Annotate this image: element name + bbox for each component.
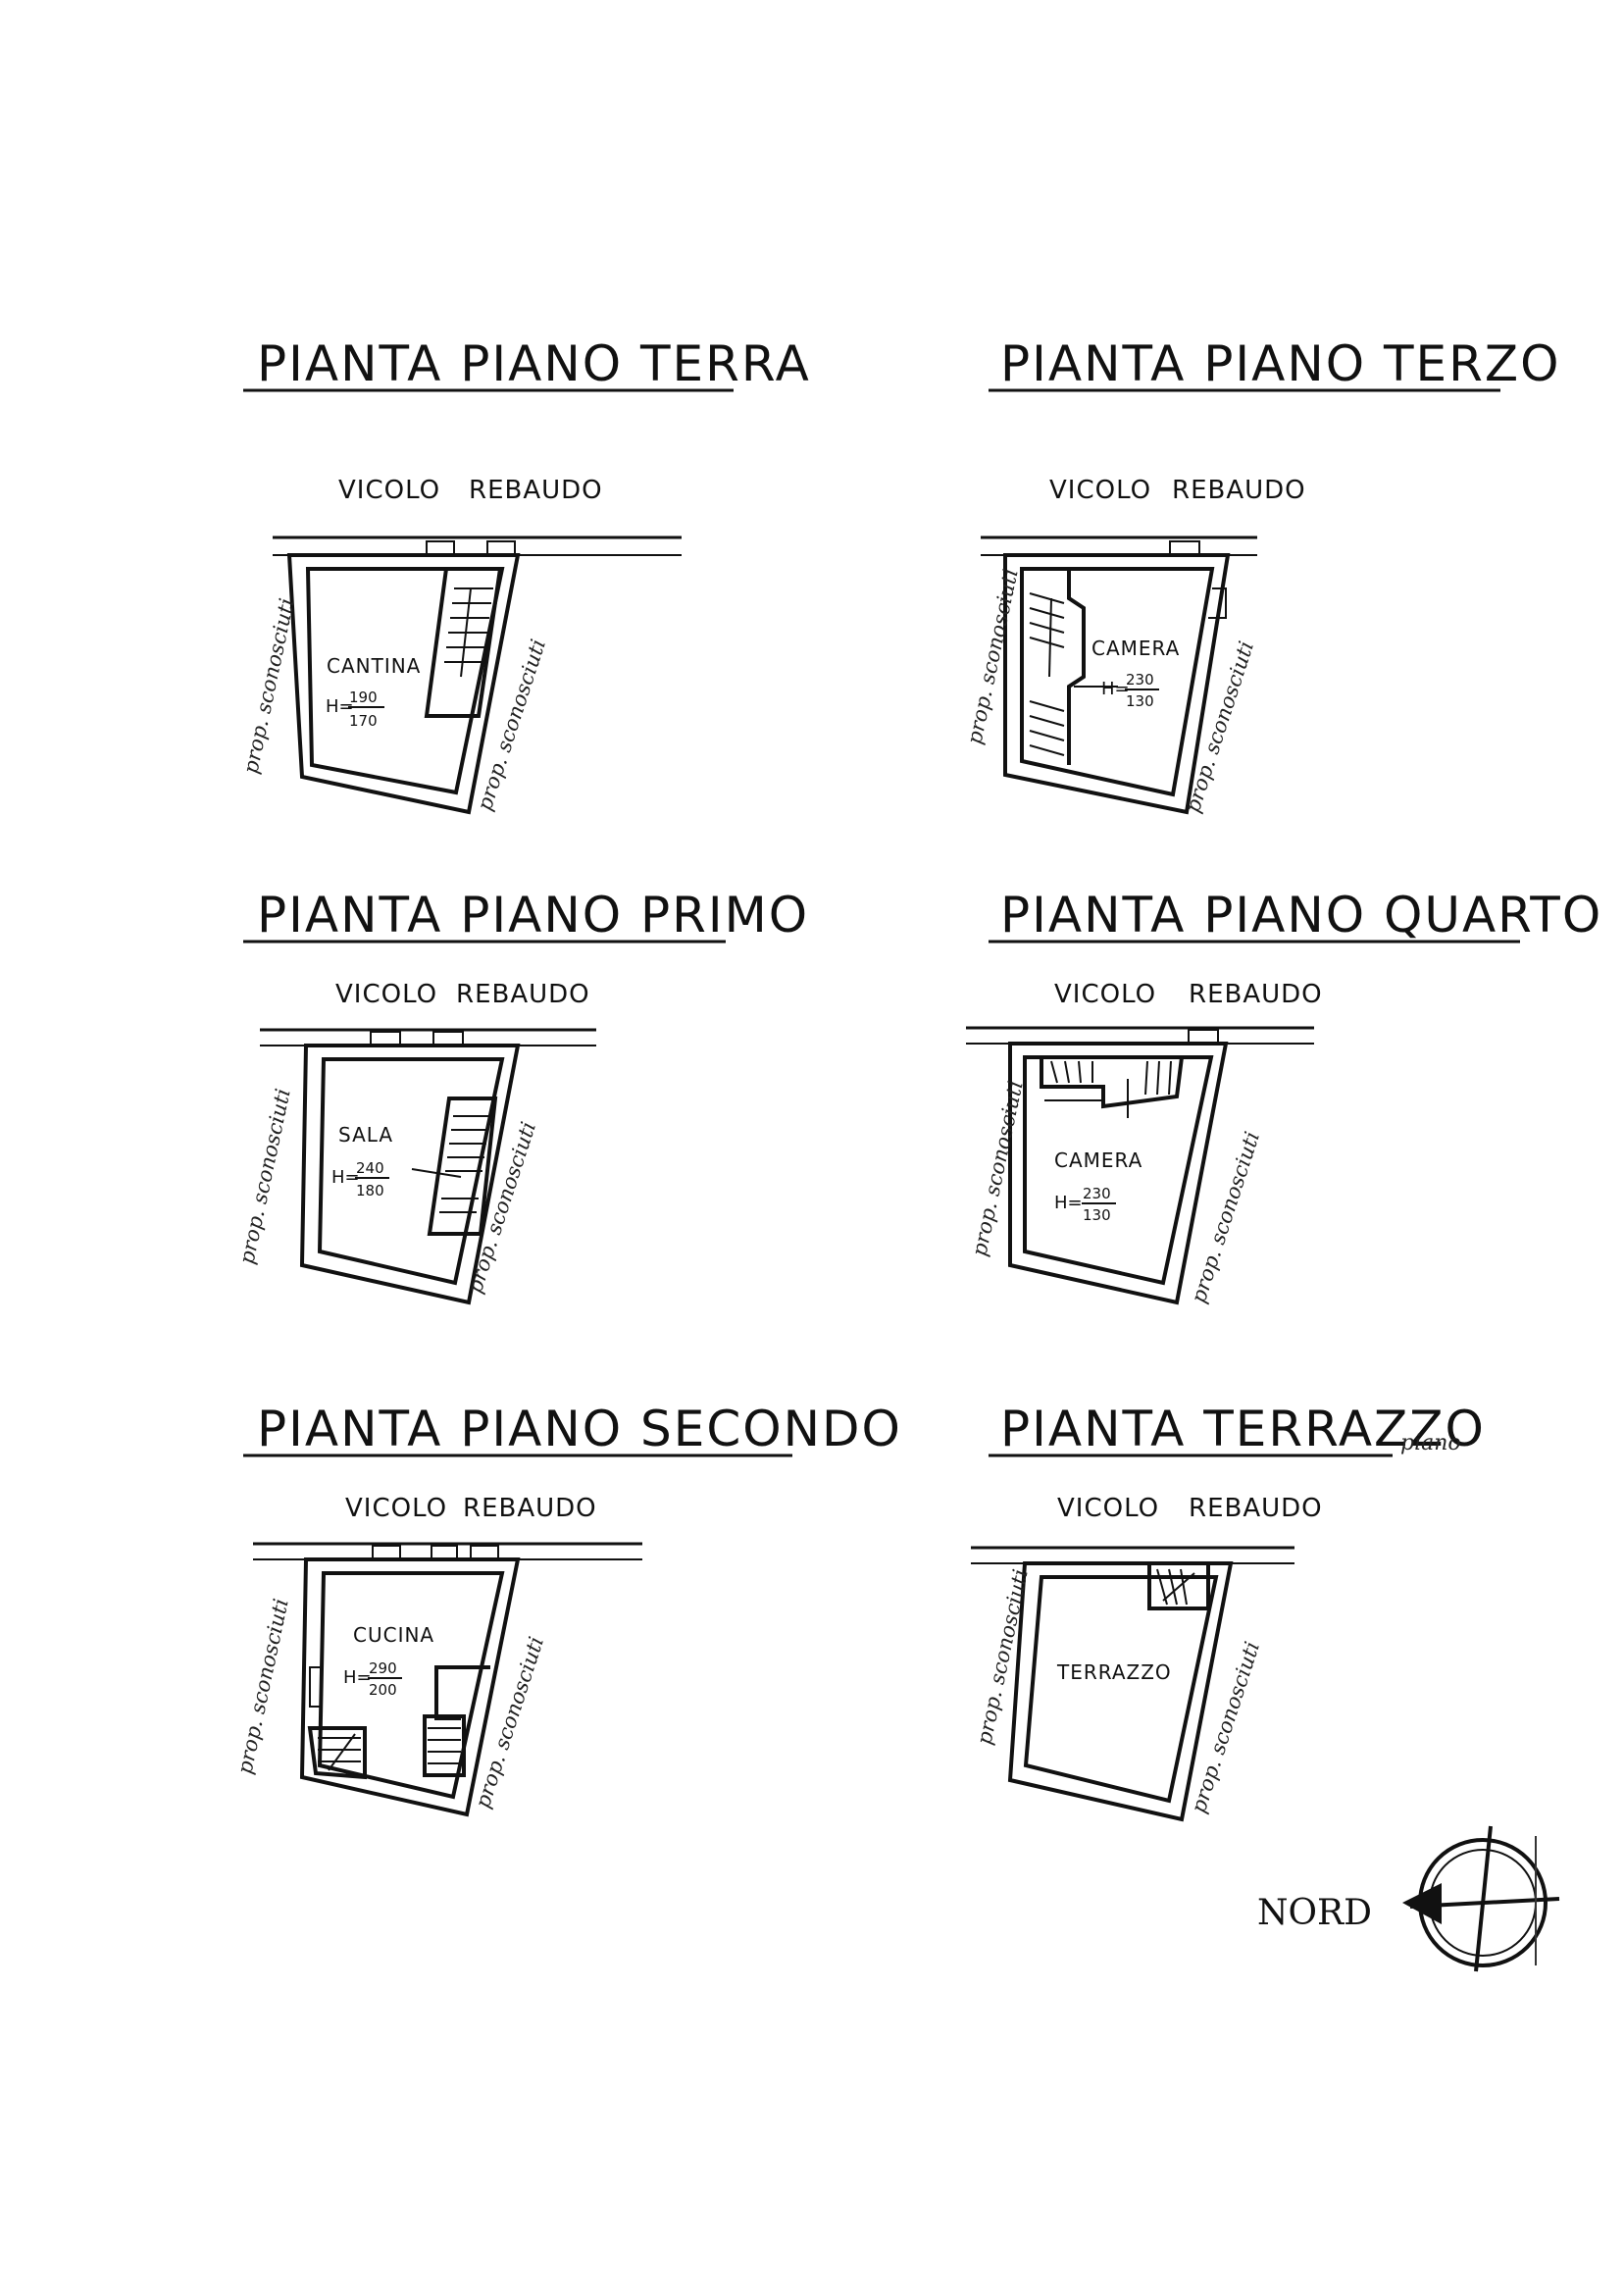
plan-title: PIANTA TERRAZZO <box>1000 1401 1486 1457</box>
stair-core <box>424 567 503 718</box>
window <box>1188 1029 1219 1045</box>
height-top: 190 <box>349 689 378 706</box>
plan-title: PIANTA PIANO PRIMO <box>257 887 809 944</box>
north-pointer <box>1402 1883 1442 1924</box>
building-outline <box>286 553 521 815</box>
window <box>432 1031 464 1046</box>
window <box>1169 540 1200 556</box>
building-outline <box>1008 1042 1229 1305</box>
building-outline <box>299 1044 521 1305</box>
street-label-left: VICOLO <box>338 476 440 505</box>
street-label-left: VICOLO <box>335 980 437 1009</box>
room-label: CAMERA <box>1091 637 1180 660</box>
staircase <box>411 1115 490 1213</box>
plan-piano-terzo: PIANTA PIANO TERZO VICOLO REBAUDO CAMERA… <box>962 335 1561 816</box>
height-label: H= <box>1054 1193 1083 1213</box>
room-label: CAMERA <box>1054 1148 1142 1172</box>
neighbour-label-left: prop. sconosciuti <box>967 1079 1027 1258</box>
height-bottom: 180 <box>356 1182 384 1199</box>
height-bottom: 130 <box>1126 692 1154 710</box>
neighbour-label-left: prop. sconosciuti <box>972 1567 1032 1747</box>
street-label-right: REBAUDO <box>1189 980 1323 1009</box>
height-label: H= <box>1101 679 1130 699</box>
window <box>431 1545 458 1560</box>
street-label-right: REBAUDO <box>456 980 590 1009</box>
room-label: TERRAZZO <box>1056 1660 1172 1684</box>
staircase <box>1044 1060 1172 1118</box>
building-outline <box>299 1557 521 1817</box>
room-label: CUCINA <box>353 1623 434 1647</box>
neighbour-label-left: prop. sconosciuti <box>238 596 298 776</box>
plan-title: PIANTA PIANO QUARTO <box>1000 887 1602 944</box>
building-outline <box>1003 553 1231 815</box>
height-top: 240 <box>356 1159 384 1177</box>
stair-core <box>423 1714 466 1777</box>
height-bottom: 130 <box>1083 1206 1111 1224</box>
neighbour-label-right: prop. sconosciuti <box>1181 638 1258 816</box>
window <box>486 540 516 556</box>
plan-piano-primo: PIANTA PIANO PRIMO VICOLO REBAUDO SALA H… <box>234 887 809 1305</box>
room-label: SALA <box>338 1123 393 1147</box>
height-label: H= <box>343 1667 372 1688</box>
neighbour-label-right: prop. sconosciuti <box>1187 1129 1264 1306</box>
street-label-right: REBAUDO <box>469 476 603 505</box>
staircase <box>1029 592 1065 756</box>
stair-core <box>427 1097 498 1236</box>
stair-core <box>1147 1561 1210 1610</box>
plan-title: PIANTA PIANO SECONDO <box>257 1401 902 1457</box>
window <box>370 1031 401 1046</box>
staircase <box>1156 1568 1195 1606</box>
stair-core <box>1040 1056 1184 1109</box>
street-label-right: REBAUDO <box>1189 1494 1323 1523</box>
height-bottom: 200 <box>369 1681 397 1699</box>
street-label-left: VICOLO <box>1049 476 1151 505</box>
street-label-left: VICOLO <box>1054 980 1156 1009</box>
plan-piano-quarto: PIANTA PIANO QUARTO VICOLO REBAUDO CAMER… <box>966 887 1602 1306</box>
plan-piano-terra: PIANTA PIANO TERRA VICOLO REBAUDO CANTIN… <box>238 335 811 815</box>
street-label-left: VICOLO <box>345 1494 447 1523</box>
street-label-left: VICOLO <box>1057 1494 1159 1523</box>
plan-title: PIANTA PIANO TERRA <box>257 335 811 392</box>
room-label: CANTINA <box>327 654 421 678</box>
height-label: H= <box>326 696 354 717</box>
height-top: 230 <box>1126 671 1154 689</box>
plan-terrazzo: PIANTA TERRAZZO piano VICOLO REBAUDO TER… <box>971 1401 1486 1822</box>
window <box>426 540 455 556</box>
neighbour-label-left: prop. sconosciuti <box>962 567 1022 746</box>
staircase <box>444 587 493 678</box>
height-bottom: 170 <box>349 712 378 730</box>
neighbour-label-left: prop. sconosciuti <box>232 1597 292 1776</box>
north-arrow: NORD <box>1257 1825 1560 1972</box>
plan-title: PIANTA PIANO TERZO <box>1000 335 1561 392</box>
street-label-right: REBAUDO <box>1172 476 1306 505</box>
north-label: NORD <box>1257 1893 1372 1933</box>
staircase <box>428 1727 461 1764</box>
window <box>372 1545 401 1560</box>
height-top: 230 <box>1083 1185 1111 1202</box>
neighbour-label-right: prop. sconosciuti <box>463 1119 540 1297</box>
height-top: 290 <box>369 1659 397 1677</box>
height-label: H= <box>331 1167 360 1188</box>
plan-piano-secondo: PIANTA PIANO SECONDO VICOLO REBAUDO CUCI… <box>232 1401 902 1817</box>
neighbour-label-left: prop. sconosciuti <box>234 1087 294 1266</box>
street-label-right: REBAUDO <box>463 1494 597 1523</box>
title-handwritten-note: piano <box>1400 1431 1461 1455</box>
window <box>470 1545 499 1560</box>
